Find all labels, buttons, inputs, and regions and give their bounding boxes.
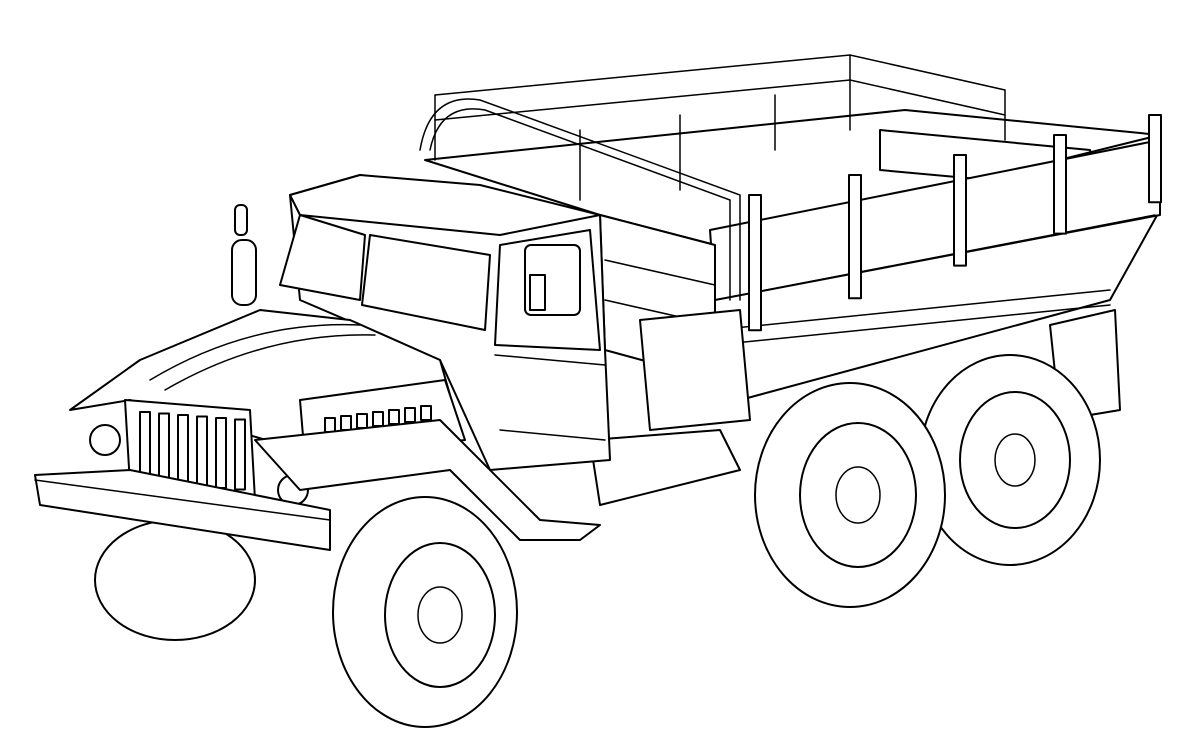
grille-slat	[196, 415, 208, 488]
hood-vent	[356, 413, 368, 429]
bed-post	[848, 174, 862, 300]
cab	[231, 174, 611, 471]
grille-slat	[177, 414, 189, 486]
rear-wheel	[919, 354, 1101, 566]
front-bumper	[34, 469, 331, 551]
middle-wheel	[754, 382, 946, 608]
far-front-wheel	[94, 519, 256, 641]
hood-vent	[420, 405, 432, 421]
hood-vent	[340, 415, 352, 431]
chassis	[589, 309, 751, 506]
hood-vent	[324, 417, 336, 433]
front-wheel	[332, 496, 518, 728]
bed-post	[748, 194, 762, 332]
grille-slat	[158, 412, 170, 485]
hood-vent	[372, 411, 384, 427]
grille-slat	[215, 417, 227, 489]
bed-post	[1148, 114, 1162, 204]
grille-slat	[234, 418, 246, 491]
bed-post	[953, 154, 967, 267]
bed-post	[1053, 134, 1067, 235]
hood-vent	[404, 407, 416, 423]
hood-vent	[388, 409, 400, 425]
